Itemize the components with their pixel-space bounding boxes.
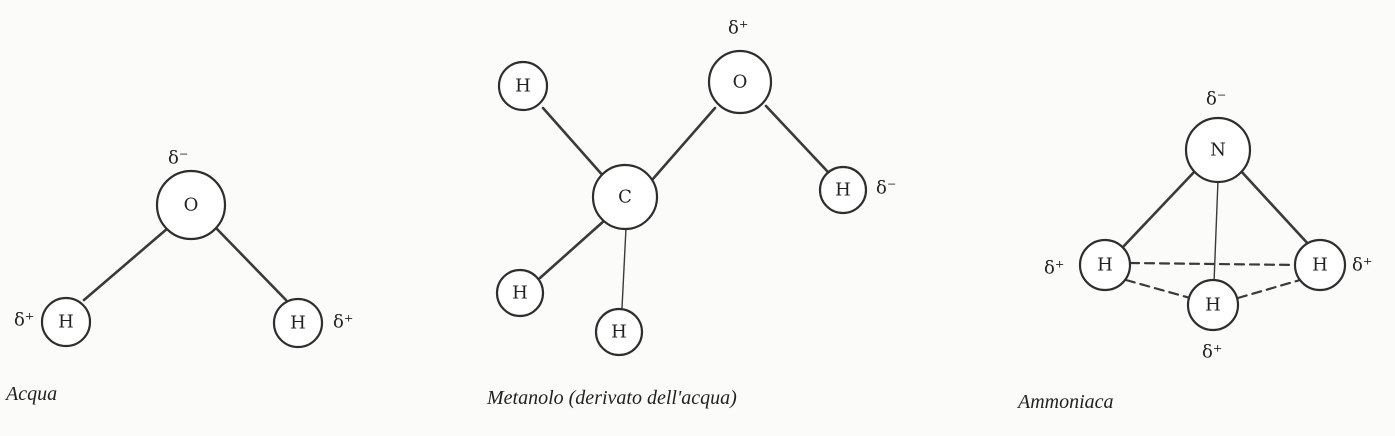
bond-o-h-left xyxy=(82,226,170,302)
atom-hydrogen-top-left xyxy=(497,60,549,112)
atom-hydrogen-bottom-label: H xyxy=(611,322,627,343)
atom-oxygen xyxy=(155,169,227,241)
bond-n-h-center xyxy=(1213,179,1219,284)
bond-n-h-left xyxy=(1120,168,1198,250)
charge-hydrogen-right: δ⁺ xyxy=(1352,255,1372,276)
bond-n-h-right xyxy=(1238,168,1312,248)
atom-hydrogen-bottom xyxy=(594,307,644,357)
atom-hydrogen-right-label: H xyxy=(835,180,851,201)
charge-nitrogen: δ⁻ xyxy=(1206,89,1226,110)
atom-hydrogen-right xyxy=(1293,238,1347,292)
atom-hydrogen-bottom-left xyxy=(495,268,545,318)
caption-methanol: Metanolo (derivato dell'acqua) xyxy=(486,387,737,409)
charge-oxygen: δ⁻ xyxy=(168,148,188,169)
caption-ammonia: Ammoniaca xyxy=(1016,391,1114,413)
bond-c-h-top-left xyxy=(541,106,607,180)
atom-hydrogen-left xyxy=(40,296,92,348)
atom-nitrogen-label: N xyxy=(1210,140,1226,161)
ammonia-molecule: N δ⁻ H δ⁺ H δ⁺ H δ⁺ Ammoniaca xyxy=(1016,89,1372,414)
atom-oxygen-label: O xyxy=(733,72,748,93)
bond-c-h-bottom-left xyxy=(538,218,607,280)
atom-hydrogen-center xyxy=(1186,278,1240,332)
dashed-h-left-h-center xyxy=(1124,278,1192,300)
caption-water: Acqua xyxy=(4,383,57,405)
bond-c-o xyxy=(650,106,717,182)
atom-carbon xyxy=(591,163,659,231)
atom-hydrogen-bottom-left-label: H xyxy=(512,283,528,304)
atom-oxygen xyxy=(707,49,773,115)
charge-oxygen: δ⁺ xyxy=(728,18,748,39)
atom-hydrogen-left-label: H xyxy=(58,312,74,333)
atom-hydrogen-top-left-label: H xyxy=(515,76,531,97)
atom-hydrogen-left xyxy=(1078,238,1132,292)
bond-o-h xyxy=(764,104,830,174)
dashed-h-center-h-right xyxy=(1236,278,1302,300)
dashed-h-left-h-right xyxy=(1128,261,1300,267)
bond-c-h-bottom xyxy=(621,227,627,309)
atom-hydrogen-right xyxy=(272,297,324,349)
bond-o-h-right xyxy=(214,226,288,302)
atom-hydrogen-right xyxy=(818,165,868,215)
atom-carbon-label: C xyxy=(618,187,632,208)
charge-hydrogen-left: δ⁺ xyxy=(1044,258,1064,279)
charge-hydrogen-right: δ⁻ xyxy=(876,178,896,199)
atom-hydrogen-center-label: H xyxy=(1205,295,1221,316)
atom-hydrogen-right-label: H xyxy=(1312,255,1328,276)
charge-hydrogen-center: δ⁺ xyxy=(1202,342,1222,363)
atom-oxygen-label: O xyxy=(184,195,199,216)
atom-nitrogen xyxy=(1184,116,1252,184)
water-molecule: O δ⁻ H δ⁺ H δ⁺ Acqua xyxy=(4,148,353,406)
charge-hydrogen-right: δ⁺ xyxy=(333,312,353,333)
atom-hydrogen-left-label: H xyxy=(1097,255,1113,276)
atom-hydrogen-right-label: H xyxy=(290,313,306,334)
methanol-molecule: C O δ⁺ H H H H δ⁻ Metanolo (derivato del… xyxy=(486,18,896,410)
charge-hydrogen-left: δ⁺ xyxy=(14,310,34,331)
